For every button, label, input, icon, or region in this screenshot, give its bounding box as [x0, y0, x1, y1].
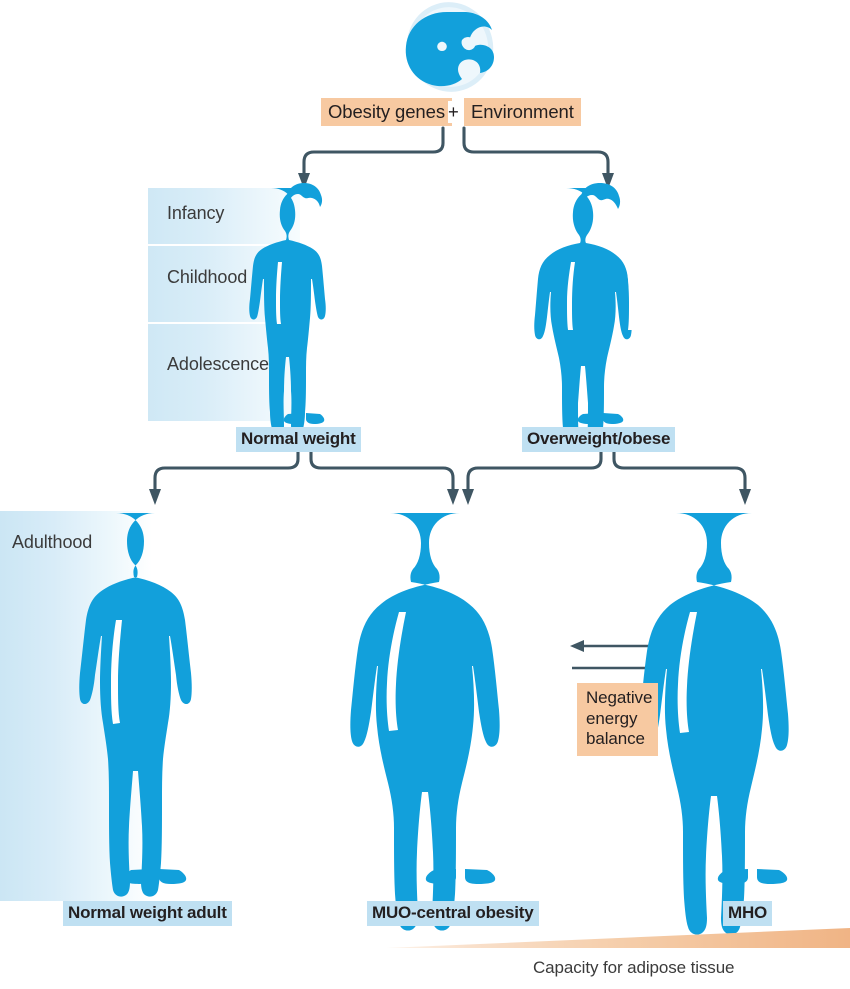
- neg-line-3: balance: [586, 729, 645, 749]
- connector-genes-to-children: [298, 126, 445, 189]
- connector-environment-to-children: [462, 126, 614, 189]
- stage-label-adolescence: Adolescence: [167, 354, 269, 374]
- label-mho-adult: MHO: [723, 901, 773, 926]
- neg-line-2: energy: [586, 708, 638, 728]
- label-overweight-obese-child: Overweight/obese: [522, 427, 676, 452]
- stage-label-adulthood: Adulthood: [12, 532, 93, 552]
- silhouette-mho-adult: [639, 513, 826, 935]
- capacity-wedge: [386, 928, 850, 948]
- silhouette-normal-weight-adult: [79, 513, 199, 897]
- stage-band-infancy: [148, 188, 300, 244]
- capacity-caption: Capacity for adipose tissue: [533, 958, 735, 977]
- label-normal-weight-child: Normal weight: [236, 427, 361, 452]
- obesity-genes-label: Obesity genes: [321, 98, 452, 127]
- connector-normalweight-to-adults: [149, 444, 459, 505]
- silhouette-normal-weight-child: [249, 183, 332, 434]
- embryo-icon: [405, 2, 494, 92]
- silhouette-overweight-obese-child: [534, 183, 634, 451]
- environment-label: Environment: [464, 98, 581, 127]
- stage-label-childhood: Childhood: [167, 267, 248, 287]
- label-muo-central-obesity-adult: MUO-central obesity: [367, 901, 539, 926]
- connector-overweight-to-adults: [462, 444, 751, 505]
- negative-energy-balance-box: Negative energy balance: [577, 683, 658, 757]
- silhouette-muo-central-obesity-adult: [350, 513, 534, 931]
- stage-label-infancy: Infancy: [167, 203, 225, 223]
- plus-sign: +: [448, 101, 459, 123]
- label-normal-weight-adult: Normal weight adult: [63, 901, 232, 926]
- neg-line-1: Negative: [586, 688, 653, 707]
